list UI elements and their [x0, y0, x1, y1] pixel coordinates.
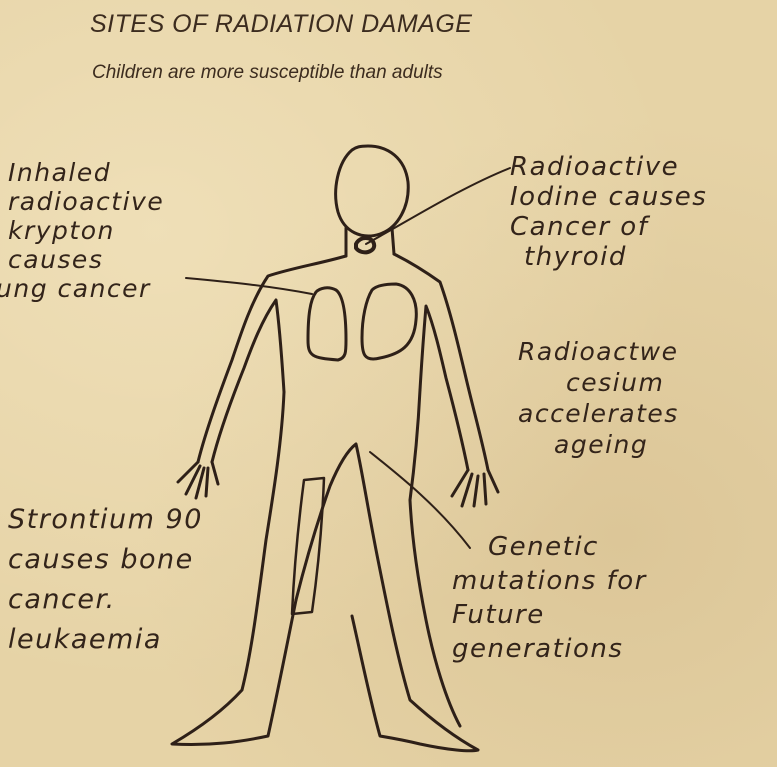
figure-left-hand — [178, 462, 218, 498]
figure-right-inner-arm — [420, 306, 468, 470]
strontium-annotation: Strontium 90 causes bone cancer. leukaem… — [8, 500, 203, 660]
genetic-annotation: Genetic mutations for Future generations — [452, 530, 647, 666]
krypton-annotation: Inhaled radioactive krypton causes ung c… — [8, 158, 164, 303]
cesium-annotation: Radioactwe cesium accelerates ageing — [518, 336, 679, 460]
figure-head — [336, 146, 409, 236]
iodine-annotation: Radioactive Iodine causes Cancer of thyr… — [510, 152, 707, 272]
figure-right-hand — [452, 470, 498, 506]
krypton-pointer-line — [186, 278, 312, 294]
figure-right-lung — [362, 284, 416, 359]
iodine-pointer-line — [366, 168, 510, 244]
figure-left-lung — [308, 288, 346, 360]
